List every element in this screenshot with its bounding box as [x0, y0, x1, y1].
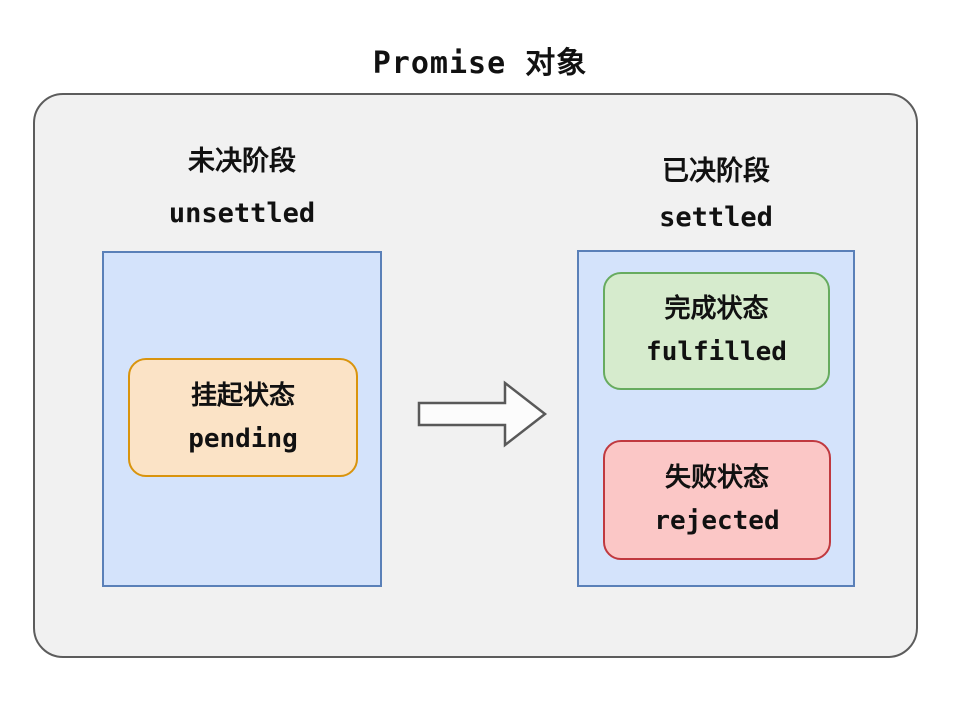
pending-state-label-en: pending: [188, 423, 298, 454]
fulfilled-state-label-en: fulfilled: [646, 337, 787, 367]
settled-phase-label-zh: 已决阶段: [662, 156, 770, 187]
unsettled-phase-label-en: unsettled: [168, 198, 316, 229]
transition-arrow-icon: [417, 380, 549, 448]
settled-phase-label-en: settled: [659, 202, 773, 233]
unsettled-phase-label-zh: 未决阶段: [188, 146, 296, 177]
fulfilled-state-box: 完成状态 fulfilled: [603, 272, 830, 390]
page-title: Promise 对象: [372, 46, 588, 81]
pending-state-box: 挂起状态 pending: [128, 358, 358, 477]
fulfilled-state-label-zh: 完成状态: [664, 294, 769, 324]
rejected-state-label-zh: 失败状态: [664, 463, 769, 493]
rejected-state-label-en: rejected: [654, 506, 780, 536]
rejected-state-box: 失败状态 rejected: [603, 440, 831, 560]
pending-state-label-zh: 挂起状态: [190, 380, 295, 411]
